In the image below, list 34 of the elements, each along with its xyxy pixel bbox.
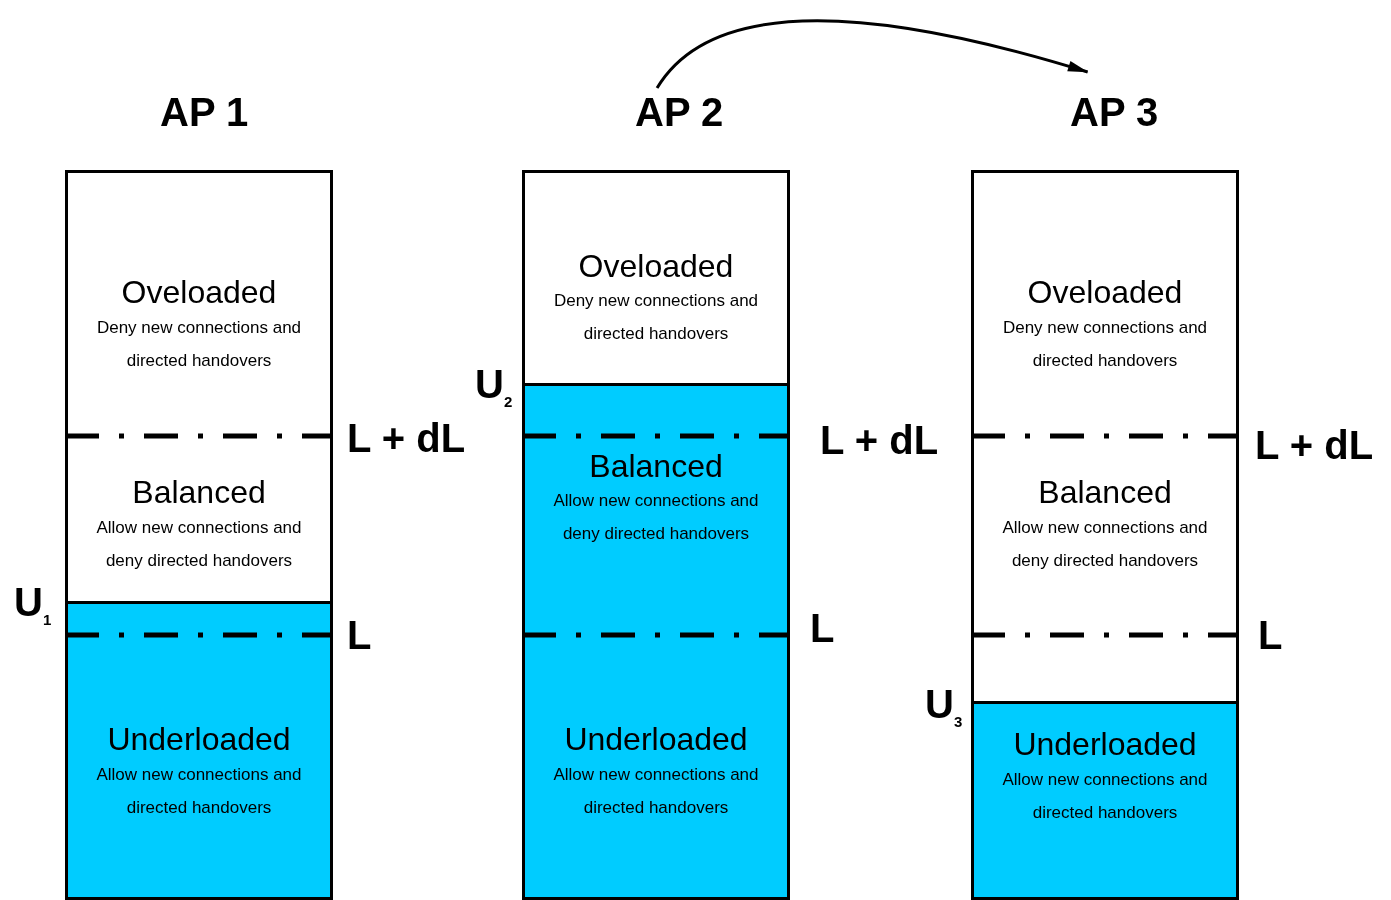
zone-description: Allow new connections and deny directed handovers (1001, 516, 1209, 572)
zone-description: Deny new connections and directed handovers (95, 316, 303, 372)
level-label: L (347, 615, 372, 655)
zone-heading: Balanced (132, 475, 266, 511)
zone-description: Allow new connections and directed handovers (95, 763, 303, 819)
zone-heading: Balanced (1038, 475, 1172, 511)
access-point-title: AP 1 (160, 92, 249, 132)
level-label: L (1258, 615, 1283, 655)
zone-description: Allow new connections and deny directed handovers (552, 490, 760, 546)
zone-description: Allow new connections and deny directed handovers (95, 516, 303, 572)
level-label: L + dL (820, 420, 939, 460)
load-column (971, 170, 1239, 900)
access-point-title: AP 3 (1070, 92, 1159, 132)
level-label: L (810, 608, 835, 648)
zone-heading: Underloaded (107, 722, 291, 758)
zone-heading: Underloaded (1013, 727, 1197, 763)
zone-heading: Oveloaded (121, 275, 277, 311)
level-label: U$_{3}$ (925, 684, 963, 729)
load-column (65, 170, 333, 900)
level-label: L + dL (1255, 425, 1374, 465)
zone-heading: Oveloaded (1027, 275, 1183, 311)
level-label: U$_{1}$ (14, 582, 52, 627)
zone-heading: Oveloaded (578, 248, 734, 285)
level-label: U$_{2}$ (475, 364, 513, 409)
zone-description: Deny new connections and directed handovers (552, 290, 760, 346)
zone-description: Deny new connections and directed handovers (1001, 316, 1209, 372)
zone-description: Allow new connections and directed handovers (1001, 768, 1209, 824)
curved-arrow (655, 19, 1089, 89)
zone-heading: Balanced (589, 448, 723, 485)
load-column (522, 170, 790, 900)
access-point-title: AP 2 (635, 92, 724, 132)
level-label: L + dL (347, 418, 466, 458)
zone-description: Allow new connections and directed handovers (552, 763, 760, 819)
zone-heading: Underloaded (564, 722, 748, 758)
